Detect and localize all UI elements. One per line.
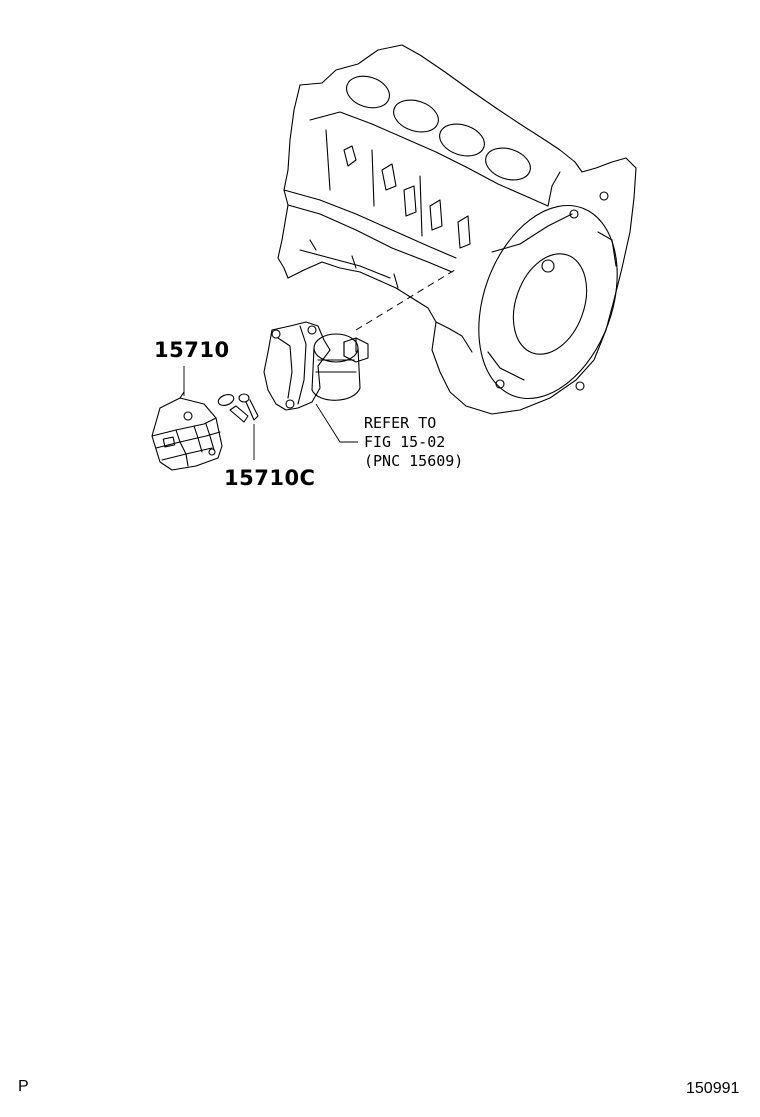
figure-number: 150991 — [686, 1080, 740, 1097]
reference-line-1: REFER TO — [364, 414, 437, 432]
oil-filter-bracket — [263, 321, 369, 411]
part-number-15710: 15710 — [154, 338, 230, 362]
engine-block — [277, 44, 637, 415]
oil-cooler-part — [151, 391, 223, 471]
reference-line-2: FIG 15-02 — [364, 433, 446, 451]
part-number-15710c: 15710C — [224, 466, 316, 490]
oil-cooler-gasket-part — [217, 393, 259, 423]
leader-line-refer — [315, 403, 358, 443]
reference-line-3: (PNC 15609) — [364, 452, 464, 470]
mounting-guide-line — [355, 267, 459, 331]
footer-left-code: P — [18, 1078, 29, 1095]
